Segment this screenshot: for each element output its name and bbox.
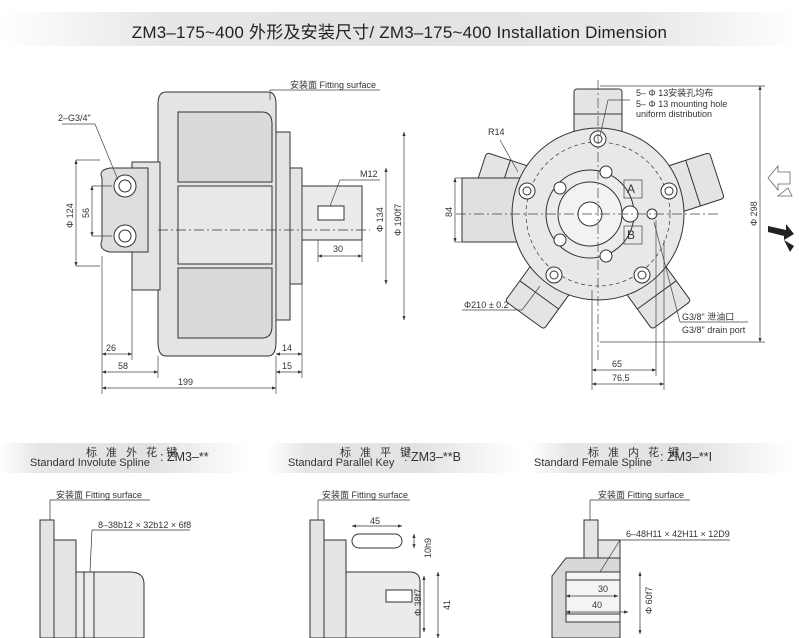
panel2-label-en: Standard Parallel Key <box>288 457 395 469</box>
dim-15: 15 <box>282 361 292 371</box>
female-spline-drawing <box>551 499 730 638</box>
front-view <box>461 88 725 329</box>
dim-26: 26 <box>106 343 116 353</box>
holes-en-2: uniform distribution <box>636 109 712 119</box>
dim-124: Φ 124 <box>65 203 75 228</box>
panel1-model: : ZM3–** <box>160 450 209 464</box>
dim-298: Φ 298 <box>749 201 759 226</box>
dim-14: 14 <box>282 343 292 353</box>
panel2-dim-38f7: Φ 38f7 <box>413 589 423 616</box>
dim-76-5: 76.5 <box>612 373 630 383</box>
panel3-dim-30: 30 <box>598 584 608 594</box>
panel2-dim-41: 41 <box>442 600 452 610</box>
side-view-labels: 安装面 Fitting surface 2–G3/4" M12 30 26 58… <box>58 79 403 387</box>
port-label: 2–G3/4" <box>58 113 91 123</box>
panel3-dim-40: 40 <box>592 600 602 610</box>
dim-210: Φ210 ± 0.2 <box>464 300 509 310</box>
dim-30: 30 <box>333 244 343 254</box>
dim-58: 58 <box>118 361 128 371</box>
dim-65: 65 <box>612 359 622 369</box>
panel1-label-en: Standard Involute Spline <box>30 457 150 469</box>
dim-190: Φ 190f7 <box>393 204 403 236</box>
title-band <box>0 12 799 46</box>
page-title: ZM3–175~400 外形及安装尺寸/ ZM3–175~400 Install… <box>131 23 668 42</box>
panel2-heading: 标 准 平 键 Standard Parallel Key : ZM3–**B <box>268 443 518 473</box>
holes-en-1: 5– Φ 13 mounting hole <box>636 99 727 109</box>
dim-84: 84 <box>444 207 454 217</box>
panel1-heading: 标 准 外 花 键 Standard Involute Spline : ZM3… <box>0 443 250 473</box>
panel2-dim-45: 45 <box>370 516 380 526</box>
panel-labels: 安装面 Fitting surface 8–38b12 × 32b12 × 6f… <box>56 489 730 616</box>
drain-cn: G3/8" 泄油口 <box>682 311 734 322</box>
dim-134: Φ 134 <box>375 207 385 232</box>
panel2-dim-10h9: 10h9 <box>423 538 433 558</box>
panel3-label-cn: 标 准 内 花 键 <box>588 447 683 459</box>
port-a: A <box>627 182 635 196</box>
panel2-model: : ZM3–**B <box>404 450 461 464</box>
holes-cn: 5– Φ 13安装孔均布 <box>636 87 713 98</box>
panel3-label-en: Standard Female Spline <box>534 457 653 469</box>
panel1-spec: 8–38b12 × 32b12 × 6f8 <box>98 520 191 530</box>
involute-spline-drawing <box>39 499 190 638</box>
dim-199: 199 <box>178 377 193 387</box>
fitting-surface-label: 安装面 Fitting surface <box>290 79 376 90</box>
panel2-fitting-surface: 安装面 Fitting surface <box>322 489 408 500</box>
dim-56: 56 <box>81 208 91 218</box>
front-view-labels: 5– Φ 13安装孔均布 5– Φ 13 mounting hole unifo… <box>444 87 759 383</box>
panel2-label-cn: 标 准 平 键 <box>340 447 415 459</box>
port-block <box>100 167 149 253</box>
panel1-label-cn: 标 准 外 花 键 <box>86 447 181 459</box>
thread-label: M12 <box>360 169 378 179</box>
panel3-model: : ZM3–**I <box>660 450 713 464</box>
panel3-fitting-surface: 安装面 Fitting surface <box>598 489 684 500</box>
drain-en: G3/8" drain port <box>682 325 746 335</box>
parallel-key-drawing <box>309 499 440 638</box>
rotation-direction-arrows-icon <box>767 164 794 252</box>
panel1-fitting-surface: 安装面 Fitting surface <box>56 489 142 500</box>
panel3-dim-60f7: Φ 60f7 <box>644 587 654 614</box>
panel3-spec: 6–48H11 × 42H11 × 12D9 <box>626 529 730 539</box>
front-view-dimensions <box>453 80 765 390</box>
panel3-heading: 标 准 内 花 键 Standard Female Spline : ZM3–*… <box>530 443 792 473</box>
side-view <box>100 91 370 357</box>
port-b: B <box>627 228 635 242</box>
radius-label: R14 <box>488 127 505 137</box>
side-view-dimensions <box>62 89 406 394</box>
